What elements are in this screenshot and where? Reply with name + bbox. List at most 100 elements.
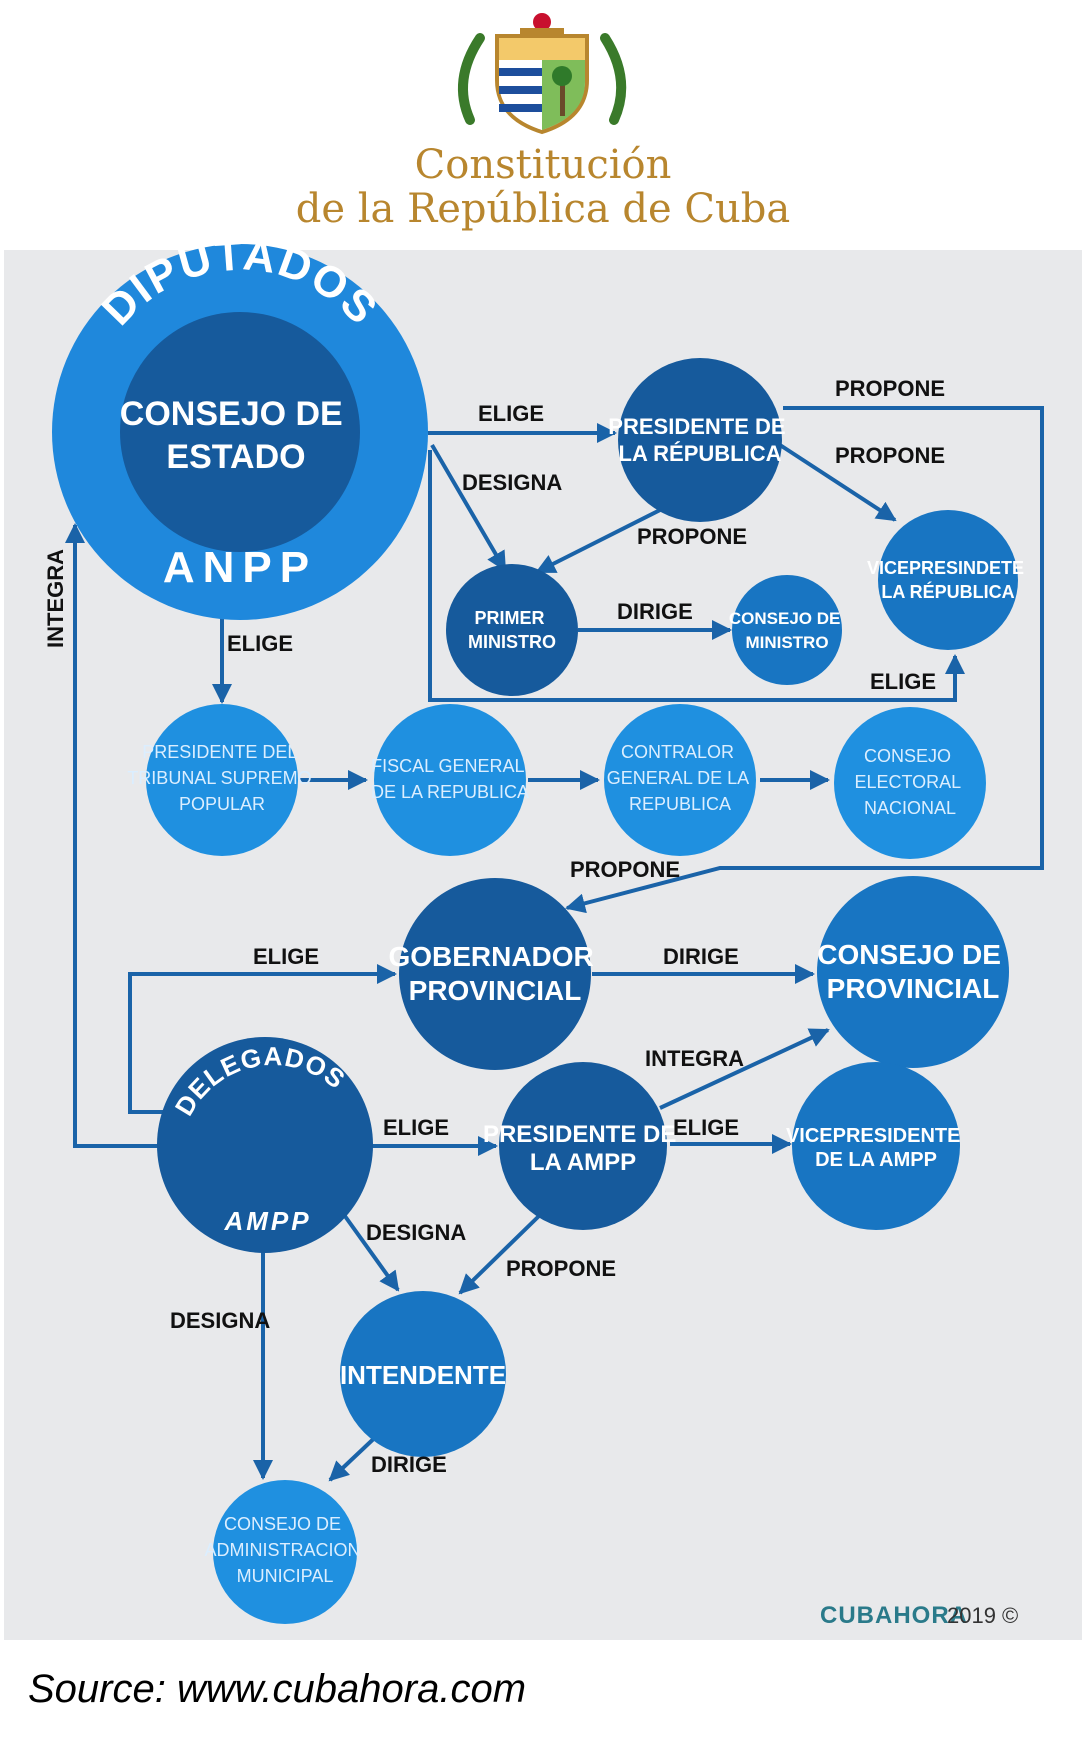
contralor-general-line1: CONTRALOR	[621, 742, 734, 762]
consejo-electoral-node: CONSEJO ELECTORAL NACIONAL	[834, 707, 986, 859]
edge-designa-primer-ministro	[430, 443, 507, 572]
svg-text:VICEPRESINDETE LA RÉPUBL: VICEPRESINDETE LA RÉPUBLICA	[867, 558, 1029, 602]
label-integra-anpp: INTEGRA	[43, 549, 68, 648]
label-propone-gobernador: PROPONE	[570, 857, 680, 882]
vicepresidente-ampp-line2: DE LA AMPP	[815, 1149, 937, 1171]
svg-text:CONTRALOR GENERAL DE LA: CONTRALOR GENERAL DE LA REPUBLICA	[607, 742, 753, 814]
svg-text:CONSEJO DE MINISTRO: CONSEJO DE MINISTRO	[729, 609, 845, 652]
svg-text:GOBERNADOR PROVINCIAL: GOBERNADOR PROVINCIAL	[388, 941, 601, 1006]
svg-text:CONSEJO ELECTORAL: CONSEJO ELECTORAL NACIONAL	[854, 746, 965, 818]
presidente-ampp-line2: LA AMPP	[530, 1149, 636, 1176]
consejo-provincial-node: CONSEJO DE PROVINCIAL	[817, 876, 1009, 1068]
svg-text:FISCAL GENERAL DE LA REP: FISCAL GENERAL DE LA REPUBLICA	[371, 756, 529, 802]
label-designa-consejo-admin: DESIGNA	[170, 1308, 270, 1333]
cubahora-logo: CUBAHORA	[820, 1602, 968, 1629]
presidente-tribunal-line3: POPULAR	[179, 794, 265, 814]
svg-text:PRIMER MINISTRO: PRIMER MINISTRO	[468, 608, 556, 652]
label-elige-gobernador: ELIGE	[253, 944, 319, 969]
label-propone-primer-ministro: PROPONE	[637, 524, 747, 549]
contralor-general-line2: GENERAL DE LA	[607, 768, 749, 788]
primer-ministro-node: PRIMER MINISTRO	[446, 564, 578, 696]
label-designa-primer-ministro: DESIGNA	[462, 470, 562, 495]
consejo-admin-municipal-node: CONSEJO DE ADMINISTRACION MUNICIPAL	[204, 1480, 365, 1624]
svg-text:CONSEJO DE ESTADO: CONSEJO DE ESTADO	[120, 395, 352, 476]
consejo-admin-line1: CONSEJO DE	[224, 1514, 341, 1534]
edge-propone-gobernador	[565, 406, 1044, 914]
label-propone-vicepresidente: PROPONE	[835, 443, 945, 468]
consejo-electoral-line3: NACIONAL	[864, 798, 956, 818]
label-dirige-consejo-provincial: DIRIGE	[663, 944, 739, 969]
primer-ministro-line2: MINISTRO	[468, 632, 556, 652]
vicepresidente-ampp-line1: VICEPRESIDENTE	[786, 1125, 960, 1147]
fiscal-general-node: FISCAL GENERAL DE LA REPUBLICA	[371, 704, 529, 856]
label-elige-vicepresidente-ampp: ELIGE	[673, 1115, 739, 1140]
fiscal-general-line2: DE LA REPUBLICA	[371, 782, 529, 802]
cubahora-branding: CUBAHORA 2019 ©	[820, 1602, 1018, 1629]
edges	[65, 406, 1044, 1482]
intendente-label: INTENDENTE	[340, 1360, 506, 1390]
edge-propone-vicepresidente	[778, 443, 897, 522]
edge-designa-intendente	[340, 1210, 400, 1292]
consejo-estado-line1: CONSEJO DE	[120, 395, 343, 433]
fiscal-general-line1: FISCAL GENERAL	[371, 756, 524, 776]
label-elige-tribunal: ELIGE	[227, 631, 293, 656]
consejo-ministro-node: CONSEJO DE MINISTRO	[729, 575, 845, 685]
anpp-ring-bottom-label: ANPP	[163, 543, 317, 592]
consejo-provincial-line2: PROVINCIAL	[827, 973, 1000, 1004]
vicepresidente-republica-line2: LA RÉPUBLICA	[881, 581, 1014, 602]
copyright-year: 2019 ©	[947, 1603, 1018, 1628]
label-designa-intendente: DESIGNA	[366, 1220, 466, 1245]
edge-integra-anpp	[65, 523, 165, 1148]
contralor-general-line3: REPUBLICA	[629, 794, 731, 814]
label-integra-consejo-provincial: INTEGRA	[645, 1046, 744, 1071]
label-dirige-consejo-admin: DIRIGE	[371, 1452, 447, 1477]
label-propone-consejo-electoral: PROPONE	[835, 376, 945, 401]
coat-of-arms-icon	[457, 13, 627, 135]
label-propone-intendente: PROPONE	[506, 1256, 616, 1281]
edge-integra-consejo-provincial	[659, 1028, 830, 1110]
consejo-admin-line2: ADMINISTRACION	[204, 1540, 360, 1560]
delegados-ring-bottom-label: AMPP	[223, 1206, 311, 1236]
vicepresidente-republica-node: VICEPRESINDETE LA RÉPUBLICA	[867, 510, 1029, 650]
presidente-republica-line1: PRESIDENTE DE	[608, 414, 785, 439]
edge-propone-primer-ministro	[535, 504, 669, 574]
vicepresidente-republica-line1: VICEPRESINDETE	[867, 558, 1024, 578]
presidente-tribunal-line1: PRESIDENTE DEL	[142, 742, 297, 762]
svg-text:PRESIDENTE DEL TRIBUNAL: PRESIDENTE DEL TRIBUNAL SUPREMO POPULAR	[127, 742, 316, 814]
presidente-republica-node: PRESIDENTE DE LA RÉPUBLICA	[608, 358, 786, 522]
label-dirige-consejo-ministro: DIRIGE	[617, 599, 693, 624]
contralor-general-node: CONTRALOR GENERAL DE LA REPUBLICA	[604, 704, 756, 856]
delegados-ampp-node: DELEGADOS AMPP	[157, 1037, 373, 1253]
consejo-ministro-line2: MINISTRO	[745, 633, 828, 652]
svg-text:VICEPRESIDENTE DE LA AMP: VICEPRESIDENTE DE LA AMPP	[786, 1125, 966, 1171]
consejo-admin-line3: MUNICIPAL	[237, 1566, 334, 1586]
source-caption: Source: www.cubahora.com	[28, 1667, 526, 1711]
label-elige-vicepresidente: ELIGE	[870, 669, 936, 694]
label-elige-presidente: ELIGE	[478, 401, 544, 426]
svg-text:CONSEJO DE PROVINCIAL: CONSEJO DE PROVINCIAL	[817, 939, 1008, 1004]
presidente-ampp-line1: PRESIDENTE DE	[483, 1121, 676, 1148]
header-title-line1: Constitución	[415, 142, 672, 188]
header-title-line2: de la República de Cuba	[296, 186, 790, 232]
edge-propone-intendente	[458, 1213, 542, 1295]
edge-elige-gobernador	[128, 964, 397, 1114]
label-elige-presidente-ampp: ELIGE	[383, 1115, 449, 1140]
header: Constitución de la República de Cuba	[296, 13, 790, 232]
gobernador-provincial-line2: PROVINCIAL	[409, 975, 582, 1006]
intendente-node: INTENDENTE	[340, 1291, 506, 1457]
anpp-node: DIPUTADOS ANPP CONSEJO DE ESTADO	[52, 230, 428, 620]
edge-elige-vicepresidente	[428, 450, 965, 702]
consejo-electoral-line1: CONSEJO	[864, 746, 951, 766]
presidente-tribunal-line2: TRIBUNAL SUPREMO	[127, 768, 311, 788]
vicepresidente-ampp-node: VICEPRESIDENTE DE LA AMPP	[786, 1062, 966, 1230]
primer-ministro-line1: PRIMER	[474, 608, 544, 628]
gobernador-provincial-line1: GOBERNADOR	[388, 941, 593, 972]
gobernador-provincial-node: GOBERNADOR PROVINCIAL	[388, 878, 601, 1070]
consejo-ministro-line1: CONSEJO DE	[729, 609, 840, 628]
svg-text:CONSEJO DE ADMINISTRACIO: CONSEJO DE ADMINISTRACION MUNICIPAL	[204, 1514, 365, 1586]
svg-text:PRESIDENTE DE LA AMPP: PRESIDENTE DE LA AMPP	[483, 1121, 683, 1176]
consejo-provincial-line1: CONSEJO DE	[817, 939, 1001, 970]
consejo-electoral-line2: ELECTORAL	[854, 772, 961, 792]
presidente-republica-line2: LA RÉPUBLICA	[619, 441, 782, 466]
